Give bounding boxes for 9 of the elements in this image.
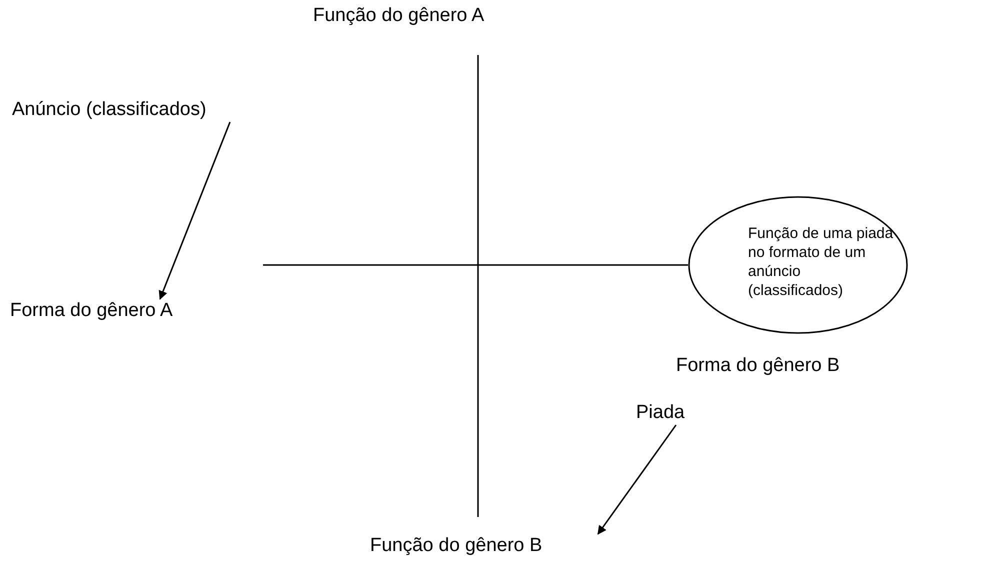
arrow: [158, 122, 231, 300]
node-label: Forma do gênero A: [10, 299, 173, 323]
ellipse-text: Função de uma piada no formato de um anúncio (classificados): [748, 224, 894, 300]
node-label: Função do gênero B: [370, 534, 542, 558]
node-label: Piada: [636, 401, 685, 425]
node-label: Anúncio (classificados): [12, 98, 206, 122]
axis-label: Forma do gênero B: [676, 354, 840, 378]
axis-label: Função do gênero A: [313, 4, 484, 28]
arrow: [597, 424, 677, 535]
